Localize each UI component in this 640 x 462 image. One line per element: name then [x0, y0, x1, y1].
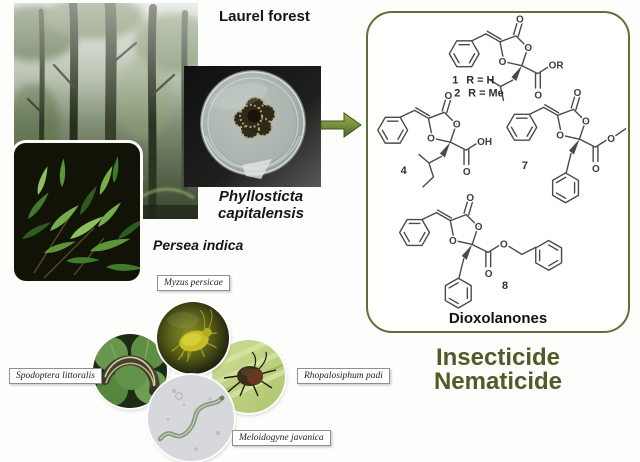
spodoptera-littoralis-label: Spodoptera littoralis — [9, 368, 102, 384]
myzus-persicae-label: Myzus persicae — [157, 275, 230, 291]
svg-text:O: O — [485, 269, 493, 280]
fungus-name-line1: Phyllosticta — [218, 188, 304, 205]
svg-text:O: O — [516, 14, 524, 25]
aphid — [171, 309, 217, 362]
compound-1-substituent: R = H — [466, 75, 494, 87]
svg-text:O: O — [427, 134, 435, 145]
label-paper — [242, 159, 272, 179]
svg-text:O: O — [582, 117, 590, 128]
stems — [33, 212, 105, 279]
compound-7-number: 7 — [522, 160, 528, 172]
persea-indica-photo — [14, 143, 140, 281]
bioactivity-line1: Insecticide — [435, 344, 561, 371]
svg-text:O: O — [453, 120, 461, 131]
compound-8-number: 8 — [502, 280, 508, 292]
structure-1-2: O O O O OR — [449, 14, 565, 103]
compound-2-substituent: R = Me — [468, 87, 503, 99]
compound-1-number: 1 — [452, 75, 458, 87]
compound-2-number: 2 — [454, 87, 460, 99]
svg-text:O: O — [607, 134, 615, 145]
plant-name-label: Persea indica — [153, 237, 244, 253]
bioactivity-text: Insecticide Nematicide — [366, 346, 630, 394]
svg-text:OR: OR — [549, 61, 564, 72]
debris — [166, 389, 220, 451]
svg-text:O: O — [556, 131, 564, 142]
compound-4-number: 4 — [401, 165, 407, 177]
svg-text:O: O — [466, 193, 474, 204]
structure-8: O O O O O — [400, 192, 569, 309]
svg-text:O: O — [475, 222, 483, 233]
petri-dish-photo — [184, 66, 321, 187]
bioactivity-line2: Nematicide — [433, 368, 563, 395]
chemical-structures: O O O O OR 1 R = H 2 R = Me O O O O OH 4 — [370, 14, 626, 309]
svg-text:OH: OH — [477, 137, 492, 148]
dioxolanones-title: Dioxolanones — [448, 310, 548, 327]
structure-4: O O O O OH — [378, 89, 494, 188]
svg-text:O: O — [463, 167, 471, 178]
myzus-persicae-photo — [157, 302, 229, 374]
svg-text:O: O — [574, 88, 582, 99]
svg-text:O: O — [524, 43, 532, 54]
structure-7: O O O O O — [507, 86, 626, 204]
svg-text:O: O — [499, 57, 507, 68]
fungus-name-line2: capitalensis — [218, 205, 304, 222]
laurel-forest-label: Laurel forest — [219, 8, 310, 25]
dioxolanones-box: O O O O OR 1 R = H 2 R = Me O O O O OH 4 — [366, 11, 630, 333]
rhopalosiphum-padi-photo — [212, 340, 285, 413]
nematode — [157, 395, 225, 442]
arrow-right-icon — [320, 112, 362, 138]
fungus-name-label: Phyllosticta capitalensis — [186, 188, 336, 222]
meloidogyne-javanica-label: Meloidogyne javanica — [232, 430, 331, 446]
aphid — [223, 351, 277, 397]
meloidogyne-javanica-photo — [148, 375, 234, 461]
svg-text:O: O — [500, 239, 508, 250]
svg-text:O: O — [534, 90, 542, 101]
rhopalosiphum-padi-label: Rhopalosiphum padi — [297, 368, 390, 384]
svg-text:O: O — [444, 91, 452, 102]
svg-text:O: O — [592, 164, 600, 175]
svg-text:O: O — [449, 236, 457, 247]
